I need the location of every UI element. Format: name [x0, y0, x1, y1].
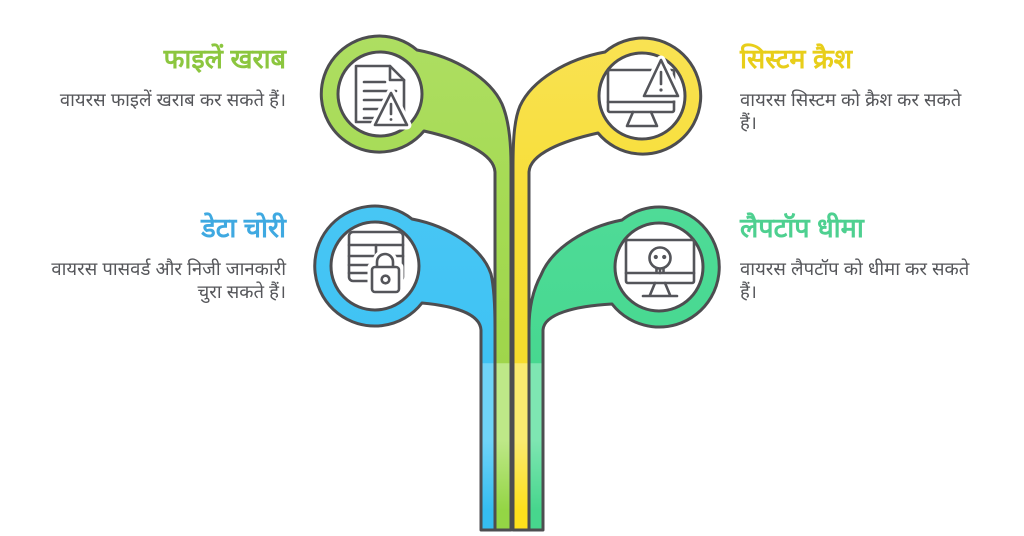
table-lock-icon: [347, 230, 405, 297]
section-title-theft: डेटा चोरी: [201, 213, 286, 243]
exclamation-dot: [389, 118, 393, 121]
section-desc-theft: वायरस पासवर्ड और निजी जानकारी चुरा सकते …: [51, 258, 286, 302]
file-warning-icon: [354, 64, 412, 130]
exclamation-dot: [659, 88, 663, 92]
section-crash: सिस्टम क्रैश वायरस सिस्टम को क्रैश कर सक…: [740, 44, 982, 135]
padlock: [367, 249, 404, 297]
section-title-files: फाइलें खराब: [163, 44, 286, 74]
monitor-screen: [624, 238, 696, 285]
monitor-stand-neck: [648, 281, 672, 297]
monitor-stand: [625, 110, 659, 128]
document-lines: [362, 80, 398, 120]
document-fold: [388, 64, 406, 82]
padlock-body: [370, 265, 401, 294]
skull-jaw: [655, 266, 665, 275]
section-desc-crash: वायरस सिस्टम को क्रैश कर सकते हैं।: [740, 89, 962, 133]
padlock-keyhole: [380, 274, 391, 285]
section-slow: लैपटॉप धीमा वायरस लैपटॉप को धीमा कर सकते…: [740, 213, 982, 304]
section-title-crash: सिस्टम क्रैश: [740, 44, 853, 74]
section-title-slow: लैपटॉप धीमा: [740, 213, 864, 243]
section-desc-slow: वायरस लैपटॉप को धीमा कर सकते हैं।: [740, 258, 970, 302]
icon-circle-slow: [613, 221, 705, 313]
section-desc-files: वायरस फाइलें खराब कर सकते हैं।: [59, 89, 286, 111]
skull-glyph: [648, 246, 672, 275]
section-theft: डेटा चोरी वायरस पासवर्ड और निजी जानकारी …: [44, 213, 286, 304]
skull-eye-left: [653, 254, 658, 260]
section-files: फाइलें खराब वायरस फाइलें खराब कर सकते है…: [44, 44, 286, 112]
monitor-warning-icon: [606, 55, 683, 128]
monitor-skull-icon: [624, 238, 696, 298]
skull-eye-right: [662, 254, 667, 260]
padlock-shackle: [375, 252, 395, 269]
document-outline: [354, 64, 406, 124]
table-row-lines: [347, 254, 405, 275]
